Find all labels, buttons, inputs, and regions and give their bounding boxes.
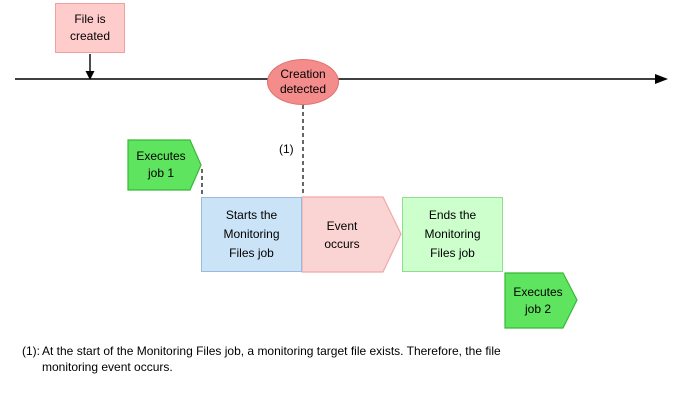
ref-1-marker: (1) [279,142,294,156]
timeline-arrowhead-icon [655,74,668,84]
footnote: (1): At the start of the Monitoring File… [22,343,662,375]
footnote-line-1: At the start of the Monitoring Files job… [42,344,501,358]
starts-monitoring-box: Starts the Monitoring Files job [201,197,302,272]
executes-job-1-label: Executes job 1 [136,149,186,180]
footnote-line-2: monitoring event occurs. [42,360,173,374]
executes-job-2-shape [504,272,578,329]
footnote-ref-prefix: (1): [22,344,40,358]
file-created-label: File is created [69,12,111,43]
event-occurs-shape [301,196,402,273]
creation-detected-label: Creation detected [279,67,327,96]
creation-detected-ellipse: Creation detected [267,59,339,105]
starts-monitoring-label: Starts the Monitoring Files job [223,208,280,260]
footnote-text: At the start of the Monitoring Files job… [42,343,501,375]
executes-job-1-shape [127,139,202,191]
executes-job-2-label: Executes job 2 [513,284,563,316]
down-arrowhead-icon [85,71,95,80]
executes-job-2-label-wrap: Executes job 2 [505,273,571,328]
event-occurs-label: Event occurs [324,218,360,251]
event-occurs-label-wrap: Event occurs [312,197,372,272]
file-created-box: File is created [55,3,125,53]
executes-job-1-label-wrap: Executes job 1 [128,140,194,190]
ends-monitoring-box: Ends the Monitoring Files job [402,197,503,272]
ends-monitoring-label: Ends the Monitoring Files job [424,208,481,260]
